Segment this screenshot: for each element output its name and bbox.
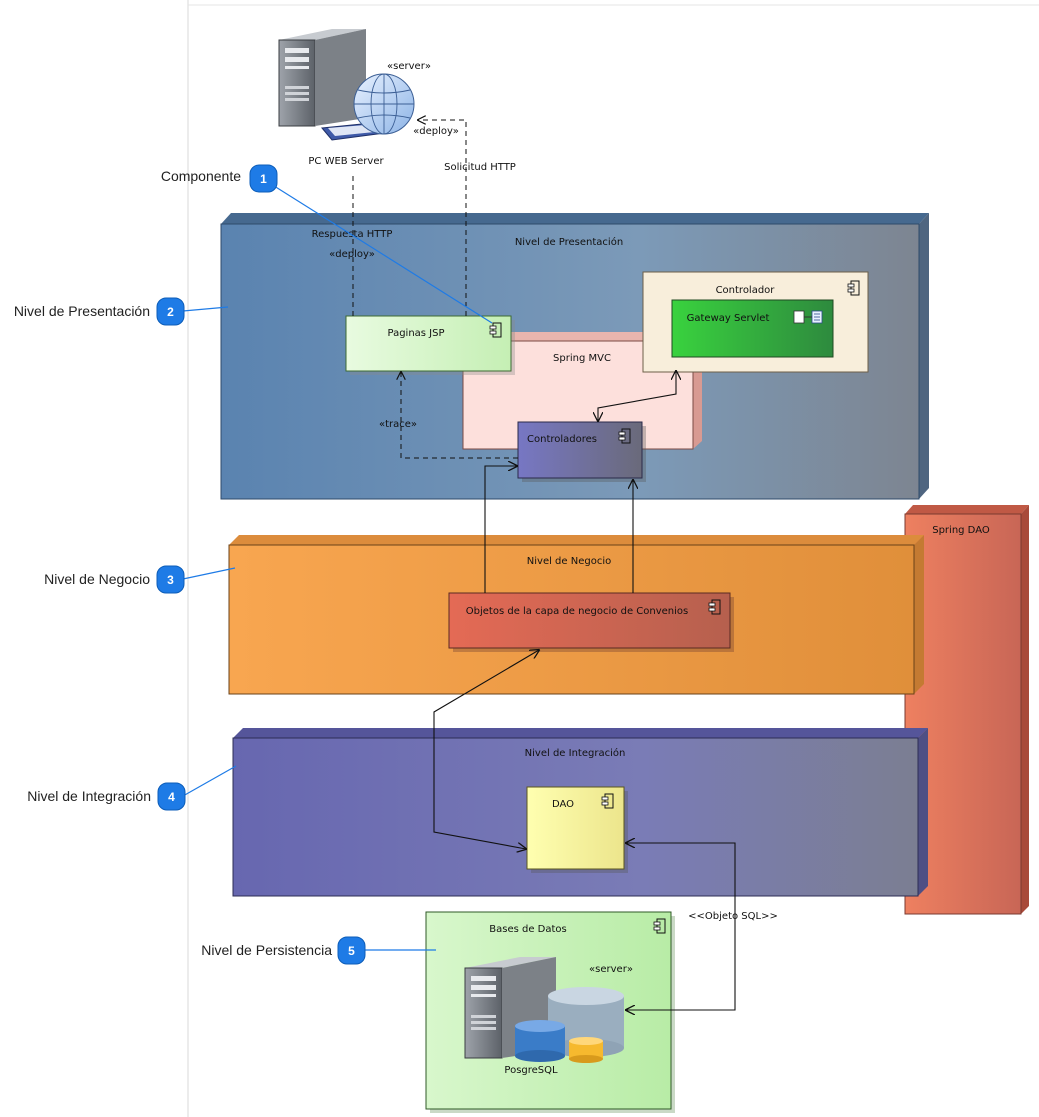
negocio-to-controladores-connector (484, 466, 517, 593)
controller-connector (598, 371, 676, 421)
callout-4-number: 4 (168, 790, 175, 804)
deploy-label-left: «deploy» (329, 249, 375, 260)
database-cylinder-icon (569, 1037, 603, 1063)
gateway-servlet-label: Gateway Servlet (687, 313, 770, 324)
deploy-label-top: «deploy» (413, 126, 459, 137)
callout-5-number: 5 (348, 944, 355, 958)
callout-4: Nivel de Integración 4 (27, 782, 186, 811)
dao-label: DAO (552, 799, 574, 810)
callout-1-badge (249, 164, 278, 193)
server-stereotype: «server» (387, 61, 431, 72)
objetos-negocio-label: Objetos de la capa de negocio de Conveni… (466, 606, 688, 617)
callout-4-badge (157, 782, 186, 811)
http-request-connector (418, 120, 467, 316)
web-server-label: PC WEB Server (308, 156, 384, 167)
callout-2-label: Nivel de Presentación (14, 303, 150, 319)
dao-negocio-connector (433, 650, 539, 849)
objetos-negocio-component: Objetos de la capa de negocio de Conveni… (448, 592, 734, 652)
controladores-label: Controladores (527, 434, 597, 445)
callout-3-label: Nivel de Negocio (44, 571, 150, 587)
component-icon (847, 280, 860, 296)
callout-leader-2 (182, 306, 229, 312)
http-request-label: Solicitud HTTP (444, 162, 516, 173)
callout-2-number: 2 (167, 305, 174, 319)
callout-5-label: Nivel de Persistencia (201, 942, 332, 958)
callout-4-label: Nivel de Integración (27, 788, 151, 804)
business-layer-label: Nivel de Negocio (527, 556, 611, 567)
component-icon (708, 599, 721, 615)
trace-connector (401, 372, 518, 459)
trace-label: «trace» (379, 419, 417, 430)
controlador-label: Controlador (716, 285, 776, 296)
callout-1: Componente 1 (161, 164, 278, 193)
callout-leader-1 (262, 178, 493, 324)
callout-leader-4 (182, 765, 237, 797)
db-label: PosgreSQL (504, 1065, 558, 1076)
dao-db-connector (626, 843, 736, 1010)
globe-icon (353, 73, 415, 135)
gateway-servlet-component: Gateway Servlet (671, 299, 834, 358)
objeto-sql-label: <<Objeto SQL>> (688, 911, 778, 922)
component-icon (601, 793, 614, 809)
spring-mvc-label: Spring MVC (553, 353, 611, 364)
paginas-jsp-label: Paginas JSP (387, 328, 444, 339)
callout-leader-3 (182, 567, 236, 580)
servlet-icon (793, 310, 823, 324)
presentation-layer-label: Nivel de Presentación (515, 236, 623, 248)
dao-component: DAO (526, 786, 628, 873)
callout-2: Nivel de Presentación 2 (14, 297, 185, 326)
callout-3-badge (156, 565, 185, 594)
component-icon (489, 322, 502, 338)
paginas-jsp-component: Paginas JSP (345, 315, 515, 375)
database-cylinder-icon (515, 1020, 565, 1062)
callout-1-number: 1 (260, 172, 267, 186)
controladores-component: Controladores (517, 421, 646, 482)
integration-layer-label: Nivel de Integración (525, 747, 626, 759)
db-stereotype: «server» (589, 964, 633, 975)
callout-3: Nivel de Negocio 3 (44, 565, 185, 594)
bases-datos-label: Bases de Datos (489, 924, 567, 935)
component-icon (653, 918, 666, 934)
callout-5-badge (337, 936, 366, 965)
spring-dao-label: Spring DAO (932, 525, 990, 536)
callout-2-badge (156, 297, 185, 326)
callout-3-number: 3 (167, 573, 174, 587)
component-icon (618, 428, 631, 444)
callout-1-label: Componente (161, 168, 241, 184)
bases-datos-component: Bases de Datos «server» (425, 911, 675, 1113)
callout-5: Nivel de Persistencia 5 (201, 936, 366, 965)
